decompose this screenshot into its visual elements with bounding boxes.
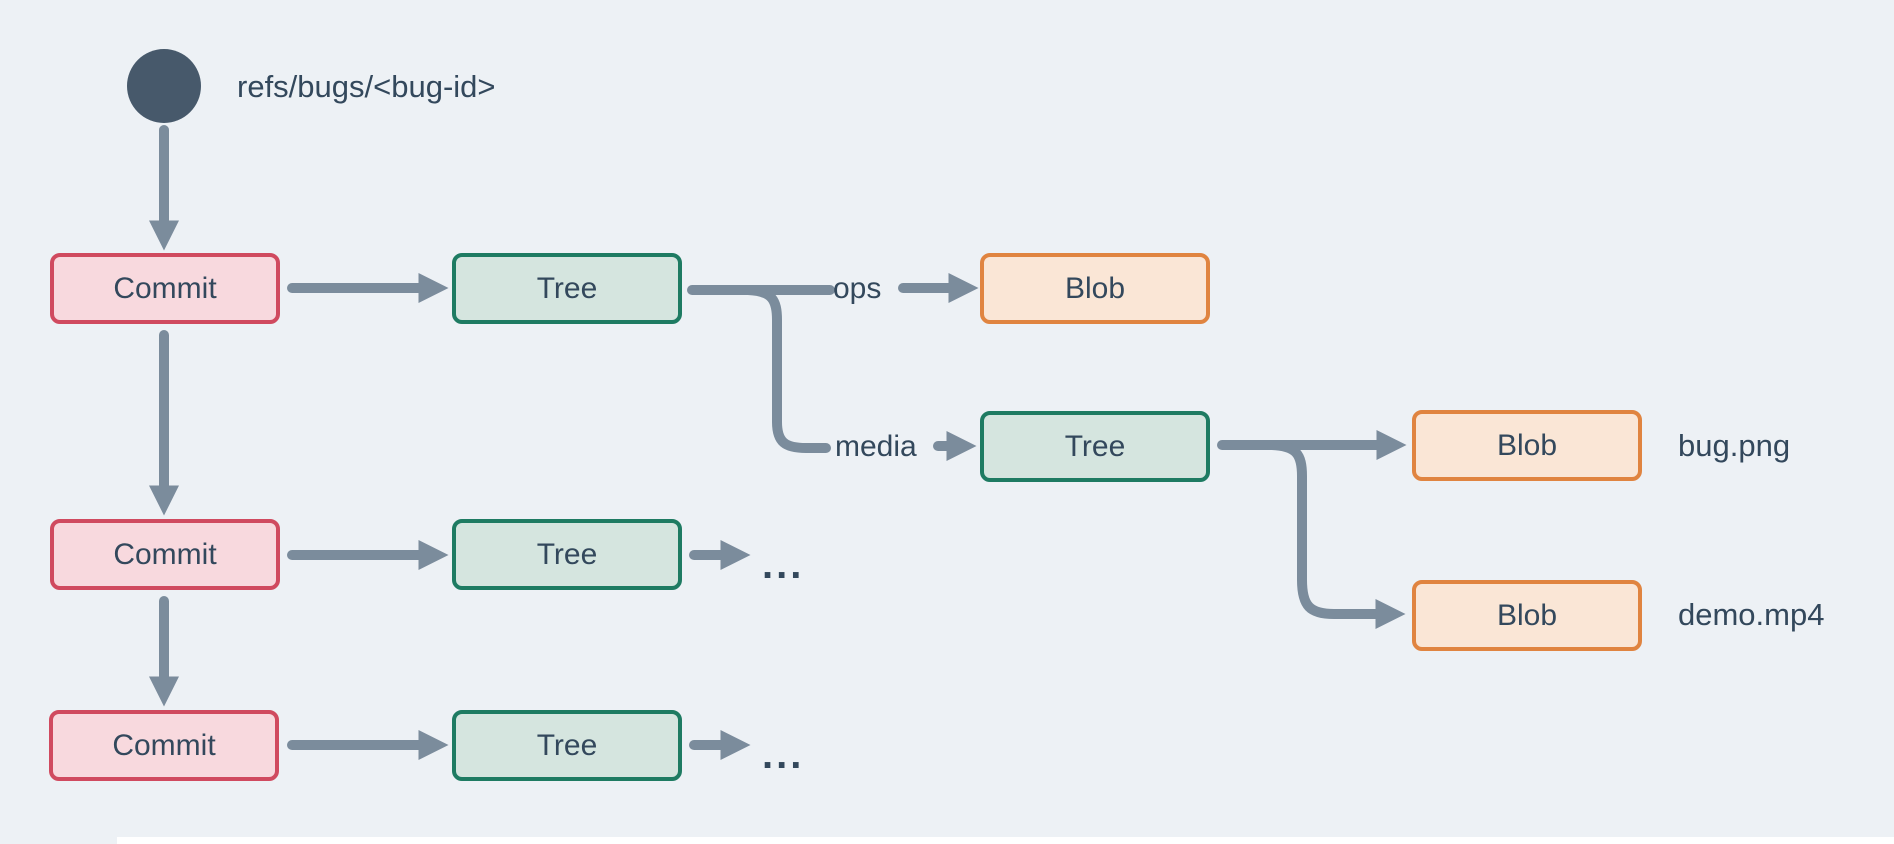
- commit-node-2: Commit: [50, 519, 280, 590]
- commit-node-1: Commit: [50, 253, 280, 324]
- edge-label-media: media: [835, 430, 917, 463]
- tree-node-media: Tree: [980, 411, 1210, 482]
- file-label-bug-png: bug.png: [1678, 428, 1791, 463]
- tree-node-2-label: Tree: [536, 537, 598, 571]
- commit-node-3: Commit: [49, 710, 279, 781]
- bottom-edge-strip: [117, 837, 1894, 844]
- ref-circle: [127, 49, 201, 123]
- tree-node-3-label: Tree: [536, 728, 598, 762]
- commit-node-1-label: Commit: [113, 271, 217, 305]
- edge-tree2-branch-to-blob-demo: [1267, 440, 1406, 629]
- file-label-demo-mp4: demo.mp4: [1678, 597, 1825, 632]
- tree-node-1: Tree: [452, 253, 682, 324]
- blob-node-demo: Blob: [1412, 580, 1642, 651]
- blob-node-bug-label: Blob: [1496, 428, 1558, 462]
- tree-node-2: Tree: [452, 519, 682, 590]
- tree-node-3: Tree: [452, 710, 682, 781]
- edge-label-ops: ops: [833, 272, 882, 305]
- commit-node-2-label: Commit: [113, 537, 217, 571]
- tree-node-media-label: Tree: [1064, 429, 1126, 463]
- commit-node-3-label: Commit: [112, 728, 216, 762]
- blob-node-ops-label: Blob: [1064, 271, 1126, 305]
- ref-label: refs/bugs/<bug-id>: [237, 69, 496, 104]
- ellipsis-row2: ...: [762, 543, 805, 587]
- blob-node-bug: Blob: [1412, 410, 1642, 481]
- blob-node-ops: Blob: [980, 253, 1210, 324]
- blob-node-demo-label: Blob: [1496, 598, 1558, 632]
- tree-node-1-label: Tree: [536, 271, 598, 305]
- edge-tree1-branch-to-media: [743, 285, 831, 453]
- ellipsis-row3: ...: [762, 733, 805, 777]
